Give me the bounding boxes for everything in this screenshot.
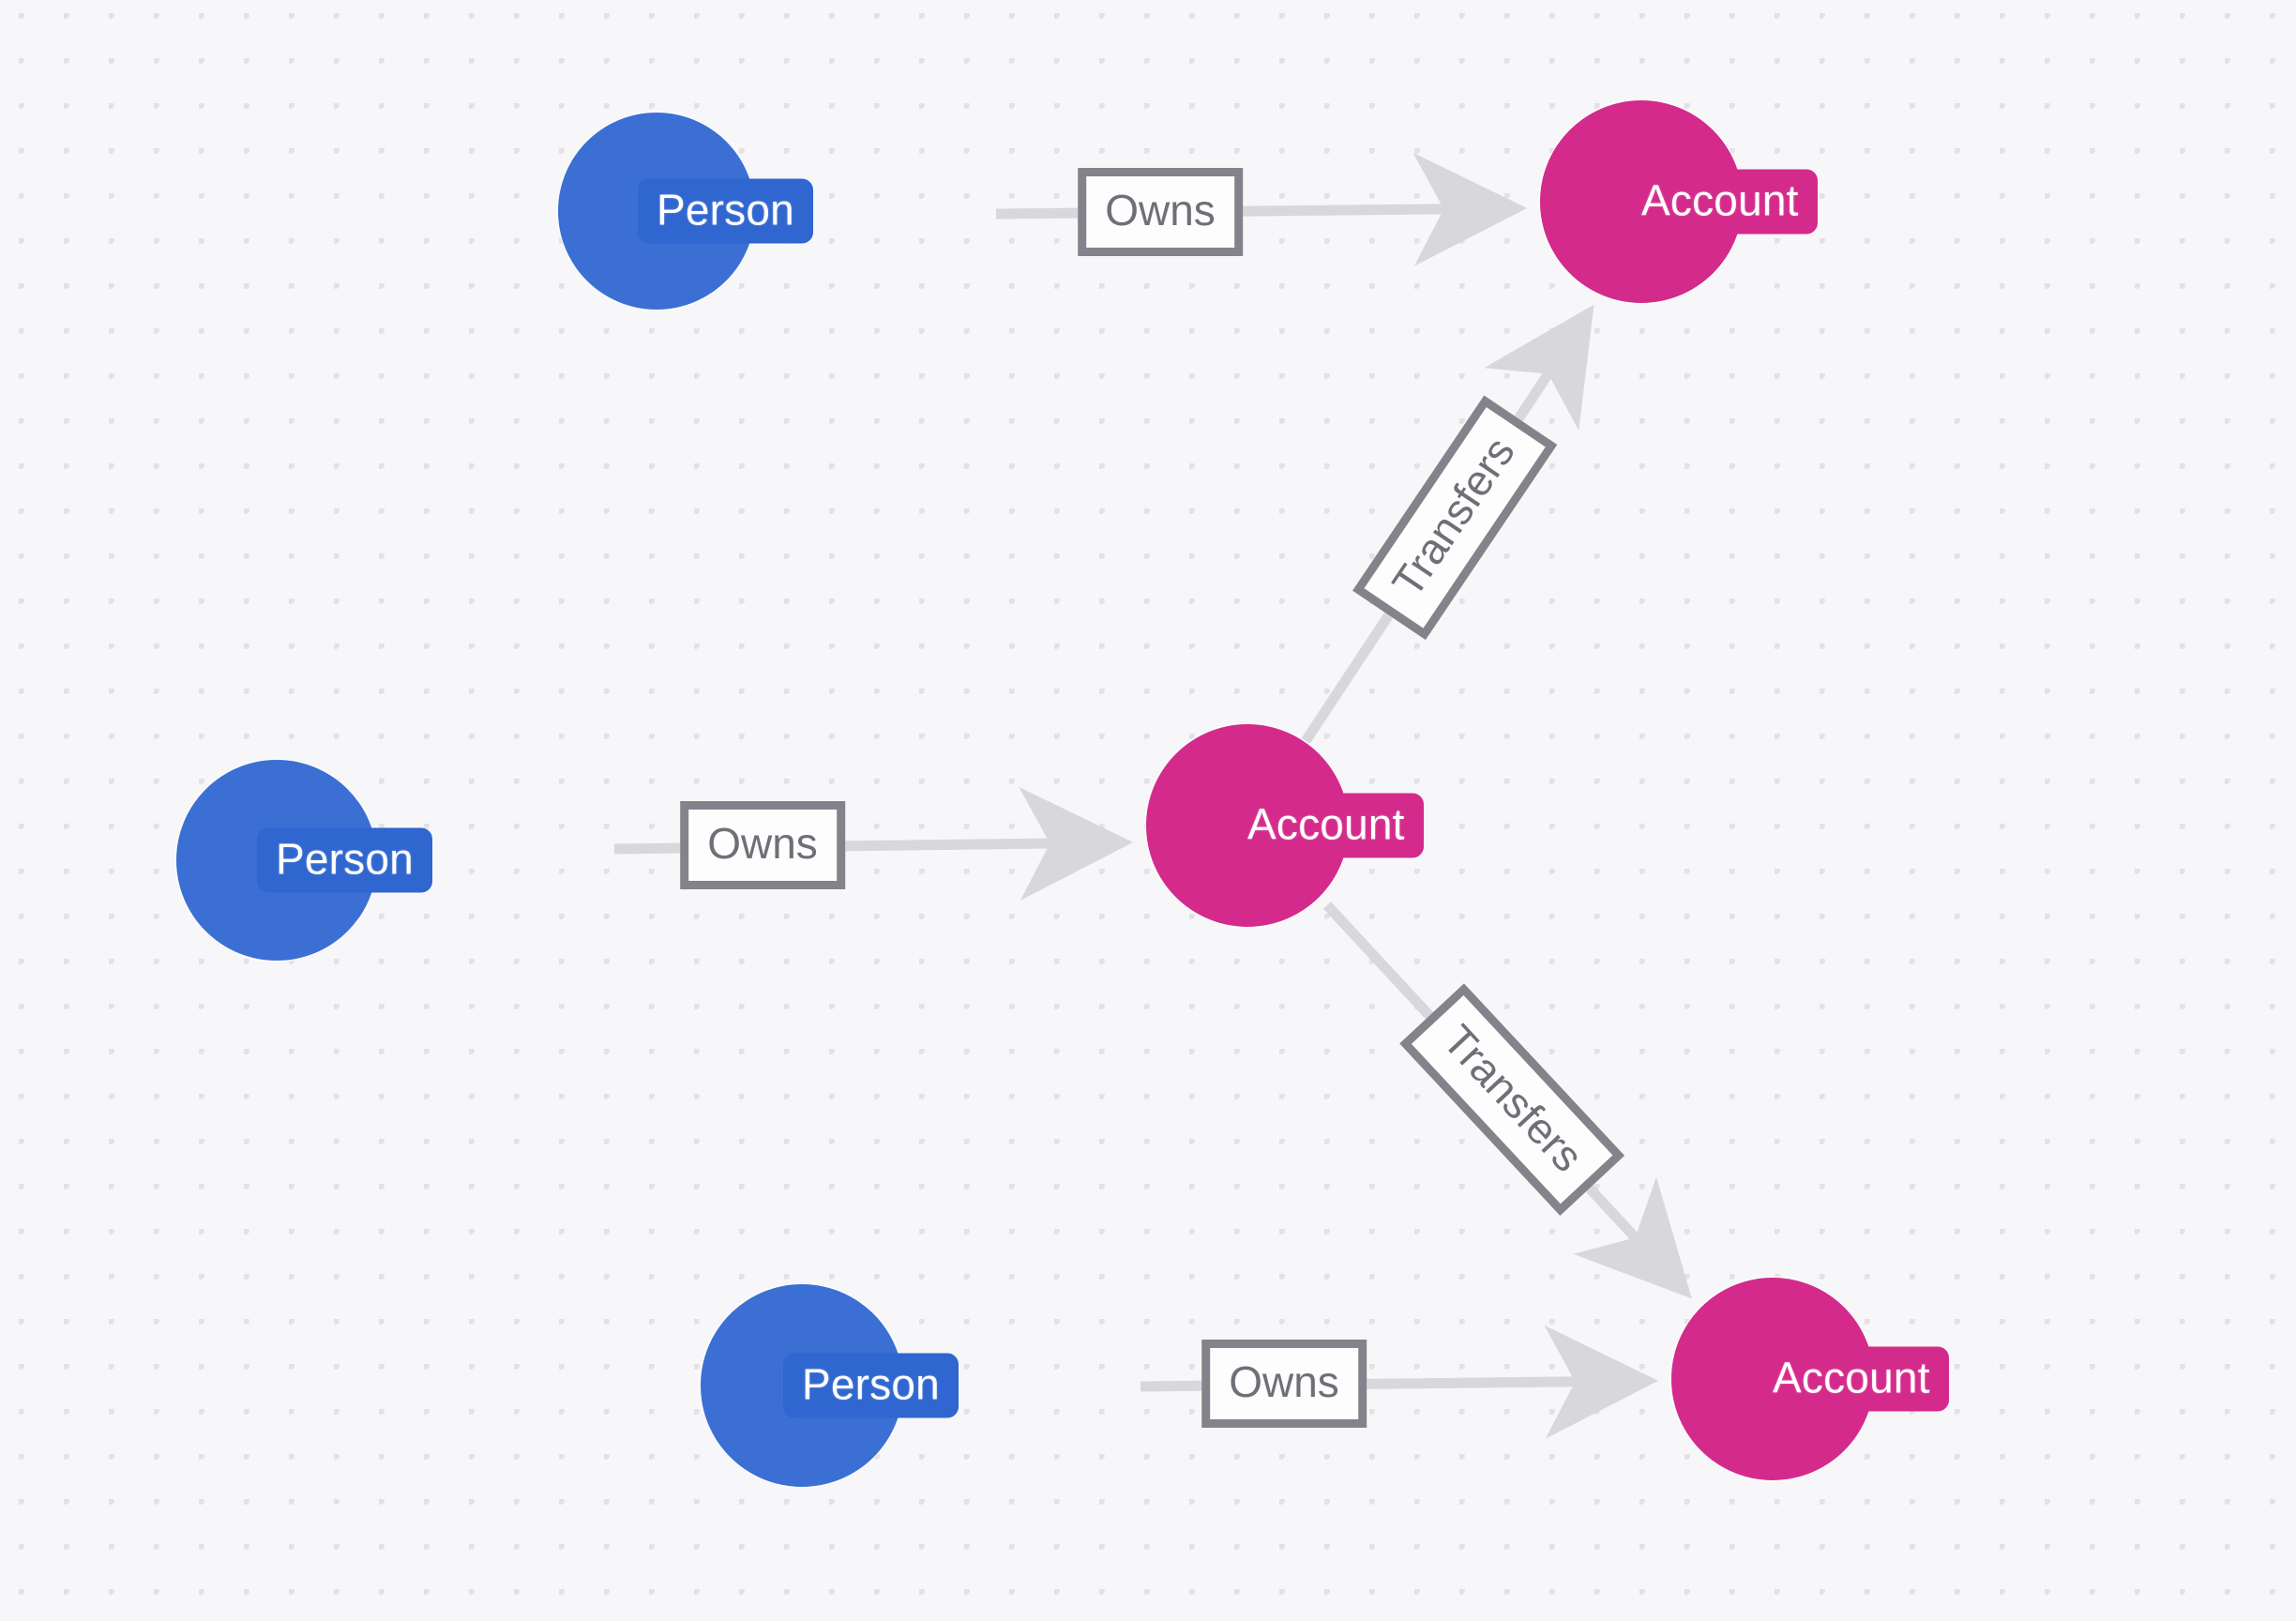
graph-node-account-2[interactable]: Account <box>1146 724 1424 927</box>
node-label-person-2: Person <box>257 827 432 893</box>
graph-node-person-2[interactable]: Person <box>176 760 432 961</box>
node-label-account-1: Account <box>1623 169 1818 235</box>
edge-line-owns-1[interactable] <box>995 152 1528 266</box>
graph-node-person-1[interactable]: Person <box>558 113 813 310</box>
graph-node-person-3[interactable]: Person <box>701 1284 959 1487</box>
edge-label-owns-1[interactable]: Owns <box>1078 168 1243 256</box>
node-label-account-2: Account <box>1229 793 1424 858</box>
node-label-account-3: Account <box>1754 1346 1949 1412</box>
graph-node-account-3[interactable]: Account <box>1671 1278 1949 1480</box>
node-label-person-3: Person <box>783 1353 959 1418</box>
node-label-person-1: Person <box>638 178 813 244</box>
edge-label-owns-3[interactable]: Owns <box>1201 1340 1367 1428</box>
edge-label-owns-2[interactable]: Owns <box>680 801 845 889</box>
graph-node-account-1[interactable]: Account <box>1540 100 1818 303</box>
